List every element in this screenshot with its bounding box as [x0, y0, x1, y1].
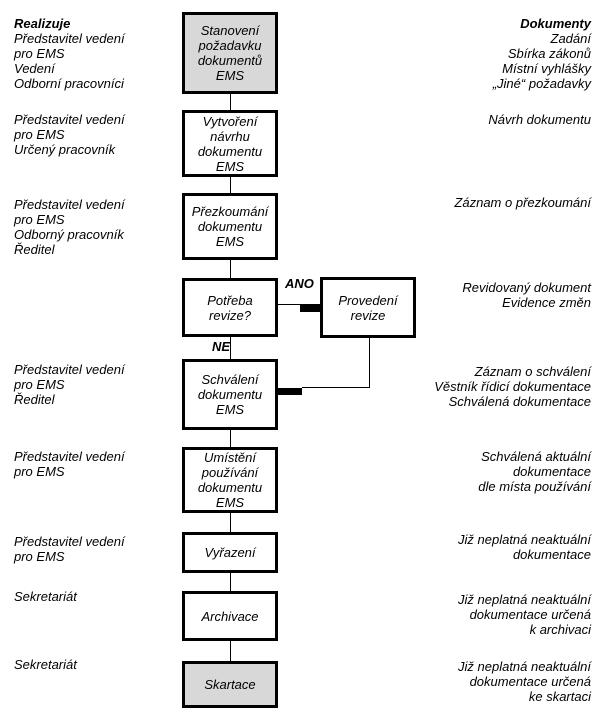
actors-group-stanoveni: Představitel vedení pro EMS Vedení Odbor… — [14, 31, 125, 91]
documents-group-stanoveni: Zadání Sbírka zákonů Místní vyhlášky „Ji… — [492, 31, 591, 91]
flow-box-schvaleni: Schválení dokumentu EMS — [182, 359, 278, 430]
ne-label: NE — [211, 339, 230, 354]
actors-group-prezkoumani: Představitel vedení pro EMS Odborný prac… — [14, 197, 125, 257]
ano-arrow-bar — [300, 305, 320, 312]
realizuje-header: Realizuje — [14, 16, 71, 31]
flow-box-vyrazeni: Vyřazení — [182, 532, 278, 573]
documents-group-schvaleni: Záznam o schválení Věstník řídicí dokume… — [434, 364, 591, 409]
dokumenty-header: Dokumenty — [520, 16, 591, 31]
flow-box-umisteni-pouzivani: Umístění používání dokumentu EMS — [182, 447, 278, 513]
ano-label: ANO — [285, 276, 314, 291]
documents-group-revize: Revidovaný dokument Evidence změn — [462, 280, 591, 310]
flow-box-potreba-revize: Potřeba revize? — [182, 278, 278, 337]
actors-group-vytvoreni: Představitel vedení pro EMS Určený praco… — [14, 112, 125, 157]
flow-box-prezkoumani: Přezkoumání dokumentu EMS — [182, 193, 278, 260]
connector-vertical-7 — [230, 573, 231, 591]
actors-group-schvaleni: Představitel vedení pro EMS Ředitel — [14, 362, 125, 407]
actors-group-archivace: Sekretariát — [14, 589, 77, 604]
flow-box-archivace: Archivace — [182, 591, 278, 641]
connector-vertical-6 — [230, 513, 231, 532]
connector-vertical-8 — [230, 641, 231, 661]
connector-revize-horizontal — [302, 387, 370, 388]
flow-box-vytvoreni-navrhu: Vytvoření návrhu dokumentu EMS — [182, 110, 278, 177]
connector-vertical-3 — [230, 260, 231, 278]
documents-group-vyrazeni: Již neplatná neaktuální dokumentace — [458, 532, 591, 562]
documents-group-prezkoumani: Záznam o přezkoumání — [454, 195, 591, 210]
connector-vertical-5 — [230, 430, 231, 447]
documents-group-umisteni: Schválená aktuální dokumentace dle místa… — [478, 449, 591, 494]
flow-box-skartace: Skartace — [182, 661, 278, 708]
connector-vertical-ne — [230, 337, 231, 359]
connector-vertical-2 — [230, 177, 231, 193]
documents-group-skartace: Již neplatná neaktuální dokumentace urče… — [458, 659, 591, 704]
actors-group-umisteni: Představitel vedení pro EMS — [14, 449, 125, 479]
connector-ano-line — [277, 304, 320, 305]
schvaleni-arrow-bar — [278, 388, 302, 395]
actors-group-skartace: Sekretariát — [14, 657, 77, 672]
connector-revize-vertical — [369, 338, 370, 388]
actors-group-vyrazeni: Představitel vedení pro EMS — [14, 534, 125, 564]
flow-box-stanoveni-pozadavku: Stanovení požadavku dokumentů EMS — [182, 12, 278, 94]
connector-vertical-1 — [230, 94, 231, 110]
flow-box-provedeni-revize: Provedení revize — [320, 277, 416, 338]
documents-group-archivace: Již neplatná neaktuální dokumentace urče… — [458, 592, 591, 637]
documents-group-vytvoreni: Návrh dokumentu — [488, 112, 591, 127]
